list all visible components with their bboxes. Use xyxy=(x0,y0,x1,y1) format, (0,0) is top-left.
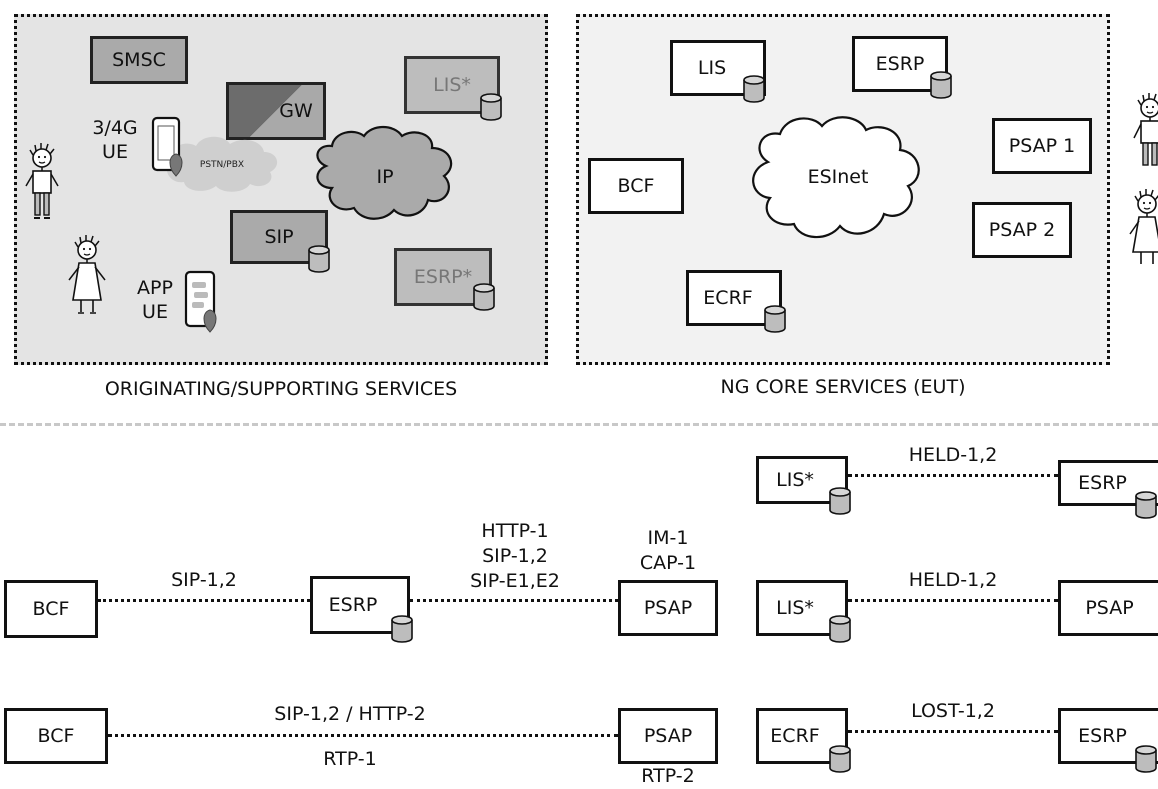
person-icon xyxy=(1133,92,1158,166)
row2-bcf-label: BCF xyxy=(32,598,70,620)
esinet-cloud: ESInet xyxy=(752,116,920,239)
row2-bcf-box: BCF xyxy=(4,580,98,638)
row3-psap-box: PSAP xyxy=(618,708,718,764)
row2-lis-star-box: LIS* xyxy=(756,580,848,636)
row2-http-link xyxy=(410,599,618,602)
pstn-pbx-cloud: PSTN/PBX xyxy=(166,136,278,192)
pstn-pbx-label: PSTN/PBX xyxy=(200,160,244,170)
row1-lis-star-label: LIS* xyxy=(776,469,814,491)
lis-label: LIS xyxy=(697,57,727,79)
psap2-box: PSAP 2 xyxy=(972,202,1072,258)
gw-box: GW xyxy=(226,82,326,140)
esrp-star-label: ESRP* xyxy=(413,266,473,288)
psap1-box: PSAP 1 xyxy=(992,118,1092,174)
row1-held-link xyxy=(848,474,1058,477)
database-icon xyxy=(829,615,851,643)
psap2-label: PSAP 2 xyxy=(988,219,1056,241)
row2-sip-label: SIP-1,2 xyxy=(171,569,237,591)
row2-psap-right-label: PSAP xyxy=(1085,597,1134,619)
row1-lis-star-box: LIS* xyxy=(756,456,848,504)
database-icon xyxy=(764,305,786,333)
core-panel-title: NG CORE SERVICES (EUT) xyxy=(720,376,966,398)
phone-3g4g-icon xyxy=(151,116,183,177)
esinet-label: ESInet xyxy=(808,166,869,188)
row2-held-label: HELD-1,2 xyxy=(908,569,998,591)
row2-sip-link xyxy=(98,599,310,602)
person-icon xyxy=(1129,188,1158,264)
app-ue-label: APP UE xyxy=(137,277,173,323)
row3-bcf-box: BCF xyxy=(4,708,108,764)
smsc-box: SMSC xyxy=(90,36,188,84)
row3-link xyxy=(108,734,618,737)
ecrf-label: ECRF xyxy=(703,287,753,309)
row2-link2-line1: HTTP-1 xyxy=(481,520,549,542)
bcf-label: BCF xyxy=(617,175,655,197)
bcf-box: BCF xyxy=(588,158,684,214)
row2-psap-line1: IM-1 xyxy=(647,527,689,549)
row3-link-bottom-label: RTP-1 xyxy=(323,748,377,770)
row2-psap-label: PSAP xyxy=(643,597,693,619)
database-icon xyxy=(1135,491,1157,519)
lis-star-label: LIS* xyxy=(433,74,471,96)
ip-cloud: IP xyxy=(316,125,453,220)
psap1-label: PSAP 1 xyxy=(1008,135,1076,157)
database-icon xyxy=(480,93,502,121)
row2-esrp-label: ESRP xyxy=(328,594,378,616)
row2-link2-line2: SIP-1,2 xyxy=(482,545,548,567)
sip-label: SIP xyxy=(264,226,294,248)
row3-psap-label: PSAP xyxy=(643,725,693,747)
database-icon xyxy=(473,283,495,311)
smsc-label: SMSC xyxy=(112,49,166,71)
database-icon xyxy=(308,245,330,273)
database-icon xyxy=(930,71,952,99)
row2-psap-line2: CAP-1 xyxy=(639,552,697,574)
row3-link-top-label: SIP-1,2 / HTTP-2 xyxy=(274,703,426,725)
row1-esrp-label: ESRP xyxy=(1078,472,1127,494)
database-icon xyxy=(829,745,851,773)
row2-held-link xyxy=(848,599,1058,602)
person-icon xyxy=(25,142,59,219)
row3-ecrf-label: ECRF xyxy=(770,725,820,747)
database-icon xyxy=(391,615,413,643)
row2-lis-star-label: LIS* xyxy=(776,597,814,619)
row3-psap-below-label: RTP-2 xyxy=(641,765,695,787)
ip-label: IP xyxy=(376,166,393,188)
ue-3g4g-label: 3/4G UE xyxy=(92,117,138,163)
row2-psap-box: PSAP xyxy=(618,580,718,636)
row1-held-label: HELD-1,2 xyxy=(908,444,998,466)
database-icon xyxy=(743,75,765,103)
phone-app-icon xyxy=(184,270,217,333)
database-icon xyxy=(829,487,851,515)
gw-label: GW xyxy=(279,100,313,122)
database-icon xyxy=(1135,745,1157,773)
row2-link2-line3: SIP-E1,E2 xyxy=(470,570,560,592)
originating-panel-title: ORIGINATING/SUPPORTING SERVICES xyxy=(104,378,458,400)
row3-lost-label: LOST-1,2 xyxy=(911,700,995,722)
person-icon xyxy=(68,234,106,314)
row1-esrp-box: ESRP xyxy=(1058,460,1158,506)
row3-esrp-label: ESRP xyxy=(1078,725,1127,747)
row3-bcf-label: BCF xyxy=(37,725,75,747)
row3-lost-link xyxy=(848,730,1058,733)
esrp-label: ESRP xyxy=(875,53,925,75)
row2-psap-right-box: PSAP xyxy=(1058,580,1158,636)
row3-ecrf-box: ECRF xyxy=(756,708,848,764)
section-divider xyxy=(0,423,1158,426)
